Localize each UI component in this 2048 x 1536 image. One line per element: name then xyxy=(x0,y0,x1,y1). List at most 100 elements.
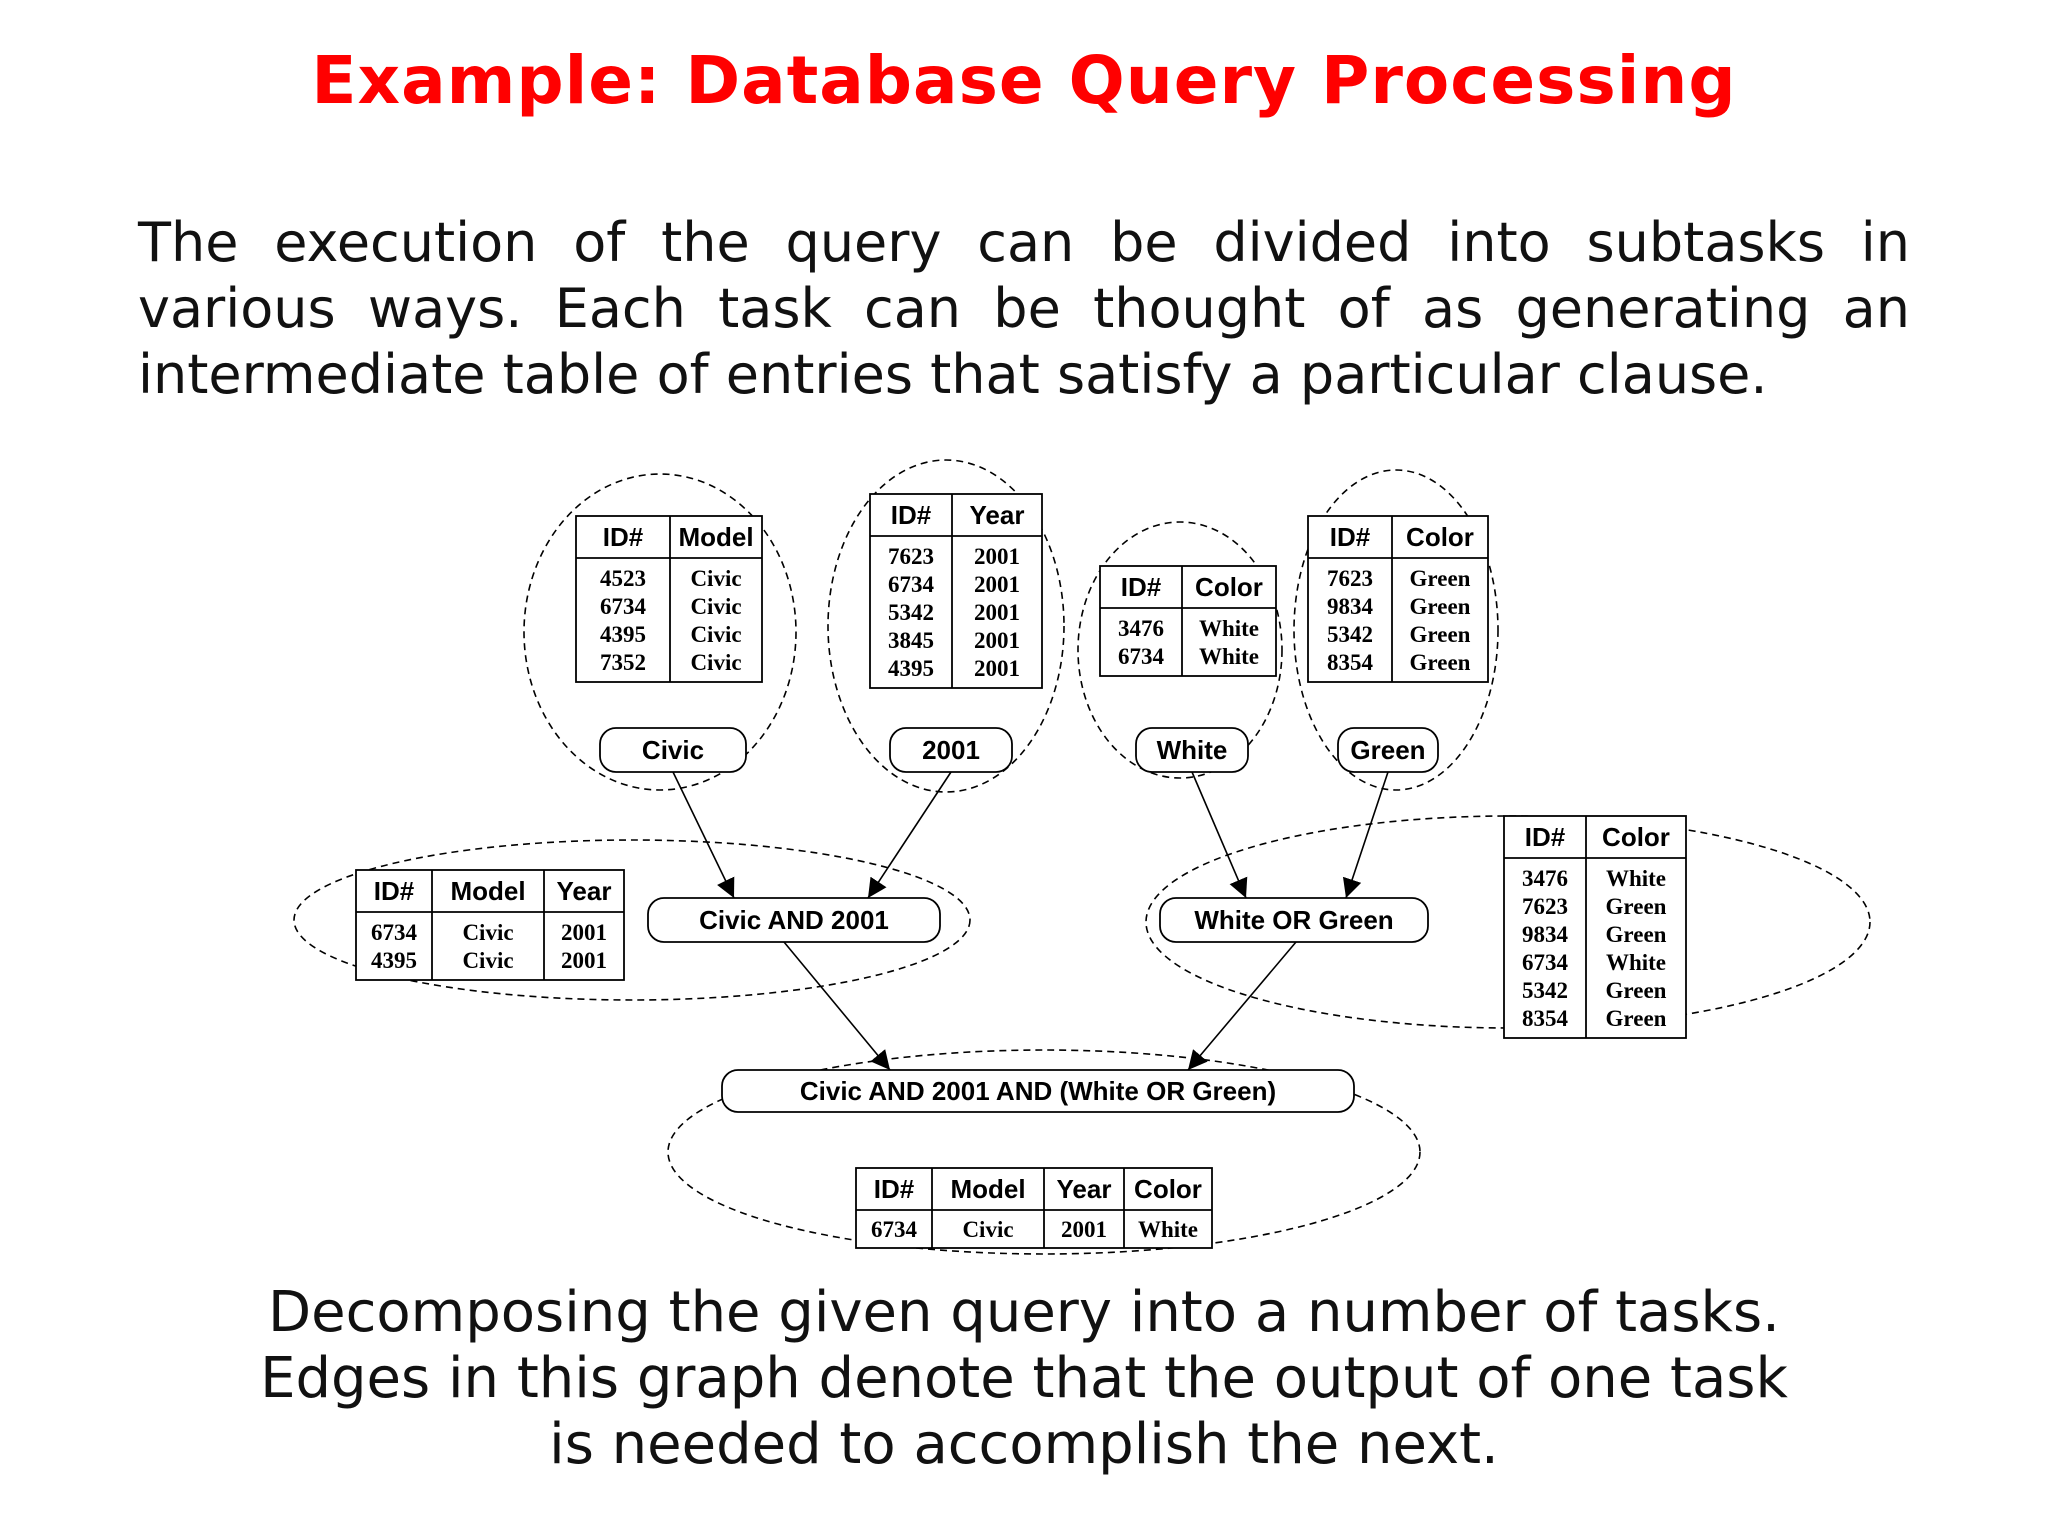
intro-paragraph: The execution of the query can be divide… xyxy=(138,211,1910,406)
table-cell: Civic xyxy=(690,566,741,591)
table-y2001: ID#76236734534238454395Year2001200120012… xyxy=(869,493,1043,689)
table-cell: 6734 xyxy=(1522,950,1569,975)
task-node-label: White xyxy=(1157,735,1228,765)
cluster-ellipse-y2001 xyxy=(827,459,1065,793)
table-cell: 4395 xyxy=(888,656,934,681)
table-cell: 6734 xyxy=(600,594,647,619)
table-cell: 4523 xyxy=(600,566,646,591)
caption-line-3: is needed to accomplish the next. xyxy=(549,1412,1499,1477)
table-cell: 6734 xyxy=(371,920,418,945)
table-cell: 8354 xyxy=(1327,650,1374,675)
task-node-box xyxy=(1337,727,1439,773)
table-cell: Civic xyxy=(690,650,741,675)
table-header-cell: Year xyxy=(557,876,612,906)
table-header-cell: ID# xyxy=(1121,572,1162,602)
cluster-ellipse-final xyxy=(667,1049,1421,1255)
table-cell: Green xyxy=(1410,650,1471,675)
task-node-label: 2001 xyxy=(922,735,980,765)
cluster-ellipse-civic xyxy=(523,473,797,791)
table-cell: Green xyxy=(1606,1006,1667,1031)
task-node-box xyxy=(1159,897,1429,943)
cluster-ellipse-white xyxy=(1077,521,1283,779)
table-cell: Green xyxy=(1410,566,1471,591)
task-node-label: White OR Green xyxy=(1194,905,1393,935)
table-cell: White xyxy=(1606,950,1666,975)
table-header-cell: Color xyxy=(1602,822,1670,852)
table-cell: Civic xyxy=(690,594,741,619)
table-cell: Civic xyxy=(462,920,513,945)
table-cell: Civic xyxy=(962,1217,1013,1242)
table-header-cell: Color xyxy=(1195,572,1263,602)
table-header-cell: ID# xyxy=(874,1174,915,1204)
table-cell: 6734 xyxy=(871,1217,918,1242)
task-node-label: Green xyxy=(1350,735,1425,765)
table-cell: 9834 xyxy=(1522,922,1569,947)
table-cell: 6734 xyxy=(1118,644,1165,669)
table-header-cell: ID# xyxy=(1330,522,1371,552)
table-header-cell: Color xyxy=(1406,522,1474,552)
table-cell: 7623 xyxy=(888,544,934,569)
slide-title: Example: Database Query Processing xyxy=(311,42,1737,119)
task-node-box xyxy=(647,897,941,943)
cluster-ellipse-civic_and_2001 xyxy=(293,839,971,1001)
table-cell: Civic xyxy=(462,948,513,973)
table-border xyxy=(355,869,625,981)
task-node-y2001: 2001 xyxy=(889,727,1013,773)
table-border xyxy=(575,515,763,683)
task-node-label: Civic xyxy=(642,735,704,765)
table-header-cell: ID# xyxy=(603,522,644,552)
edge-civic-to-civic_and_2001 xyxy=(672,771,735,899)
table-cell: 3845 xyxy=(888,628,934,653)
table-civic: ID#4523673443957352ModelCivicCivicCivicC… xyxy=(575,515,763,683)
edge-green-to-white_or_green xyxy=(1342,771,1389,899)
table-cell: 9834 xyxy=(1327,594,1374,619)
table-header-cell: ID# xyxy=(374,876,415,906)
table-cell: Green xyxy=(1606,922,1667,947)
table-border xyxy=(1503,815,1687,1039)
table-cell: 2001 xyxy=(974,544,1020,569)
task-node-box xyxy=(721,1069,1355,1113)
table-header-cell: Model xyxy=(450,876,525,906)
table-border xyxy=(1307,515,1489,683)
edge-white_or_green-to-final xyxy=(1187,941,1297,1071)
task-node-box xyxy=(1135,727,1249,773)
edge-civic_and_2001-to-final xyxy=(783,941,891,1071)
table-header-cell: ID# xyxy=(891,500,932,530)
table-header-cell: Color xyxy=(1134,1174,1202,1204)
task-node-label: Civic AND 2001 AND (White OR Green) xyxy=(800,1076,1276,1106)
table-cell: 8354 xyxy=(1522,1006,1569,1031)
table-cell: 2001 xyxy=(561,948,607,973)
table-white_or_green: ID#347676239834673453428354ColorWhiteGre… xyxy=(1503,815,1687,1039)
table-cell: Green xyxy=(1606,894,1667,919)
table-cell: Civic xyxy=(690,622,741,647)
table-border xyxy=(855,1167,1213,1249)
edge-white-to-white_or_green xyxy=(1191,771,1248,899)
table-cell: 4395 xyxy=(600,622,646,647)
table-header-cell: Model xyxy=(950,1174,1025,1204)
table-green: ID#7623983453428354ColorGreenGreenGreenG… xyxy=(1307,515,1489,683)
table-cell: White xyxy=(1138,1217,1198,1242)
task-node-civic_and_2001: Civic AND 2001 xyxy=(647,897,941,943)
table-header-cell: Model xyxy=(678,522,753,552)
table-cell: 5342 xyxy=(1327,622,1373,647)
table-header-cell: ID# xyxy=(1525,822,1566,852)
cluster-ellipse-green xyxy=(1293,469,1499,791)
table-cell: White xyxy=(1199,644,1259,669)
table-cell: 5342 xyxy=(1522,978,1568,1003)
caption: Decomposing the given query into a numbe… xyxy=(0,1280,2048,1478)
task-node-white: White xyxy=(1135,727,1249,773)
table-cell: 6734 xyxy=(888,572,935,597)
table-cell: 2001 xyxy=(974,656,1020,681)
task-node-final: Civic AND 2001 AND (White OR Green) xyxy=(721,1069,1355,1113)
task-node-civic: Civic xyxy=(599,727,747,773)
task-node-green: Green xyxy=(1337,727,1439,773)
table-cell: White xyxy=(1606,866,1666,891)
table-cell: 7623 xyxy=(1522,894,1568,919)
edge-y2001-to-civic_and_2001 xyxy=(867,771,952,899)
table-cell: 3476 xyxy=(1522,866,1568,891)
table-header-cell: Year xyxy=(1057,1174,1112,1204)
